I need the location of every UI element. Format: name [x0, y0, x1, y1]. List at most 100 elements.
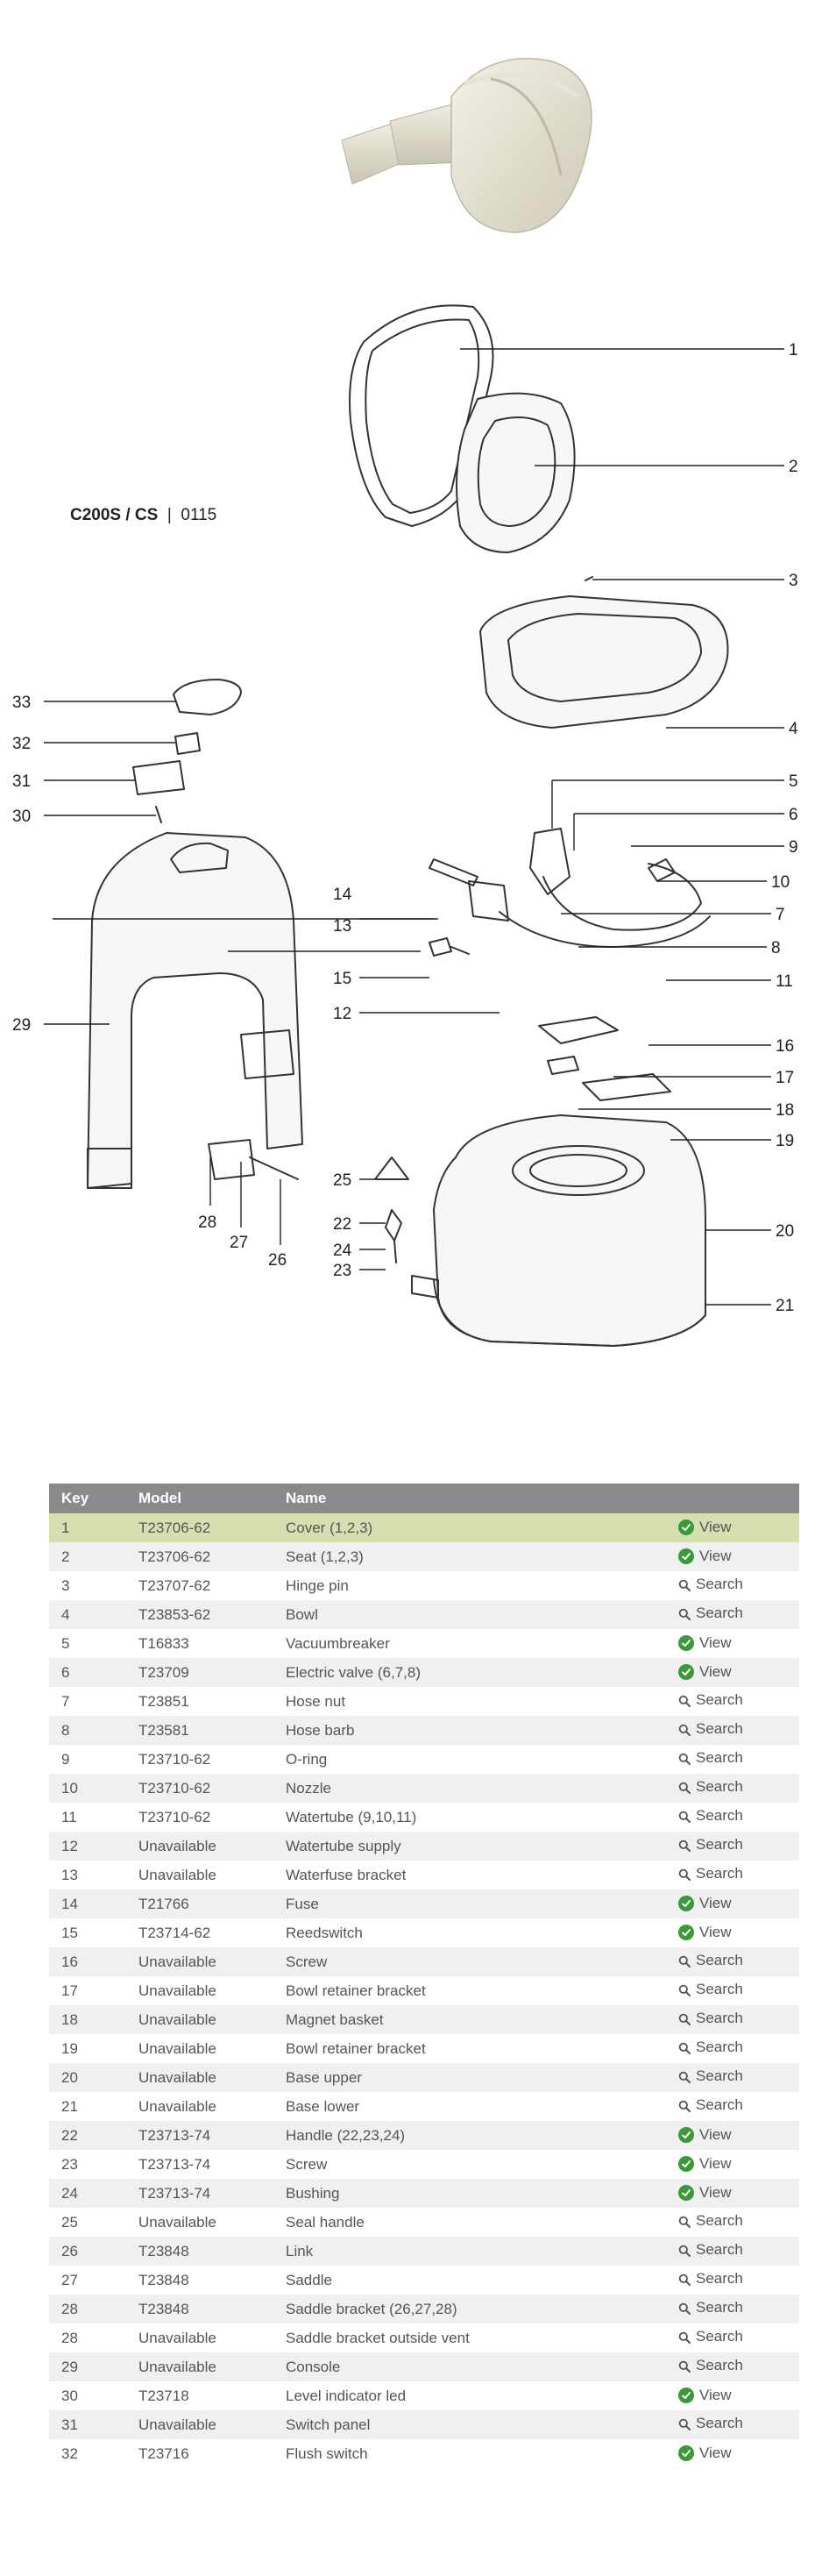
- view-link[interactable]: View: [678, 2387, 732, 2404]
- search-link[interactable]: Search: [678, 2241, 743, 2259]
- callout-17: 17: [776, 1069, 794, 1087]
- model-cell: T16833: [126, 1629, 273, 1658]
- search-link[interactable]: Search: [678, 2299, 743, 2316]
- model-cell: T23713-74: [126, 2121, 273, 2150]
- search-link[interactable]: Search: [678, 1749, 743, 1767]
- name-cell: Bushing: [273, 2179, 666, 2208]
- key-cell: 15: [49, 1918, 126, 1947]
- search-label: Search: [696, 1778, 743, 1795]
- key-cell: 4: [49, 1600, 126, 1629]
- magnifier-icon: [678, 1723, 691, 1736]
- action-cell: View: [666, 1629, 799, 1658]
- view-link[interactable]: View: [678, 1634, 732, 1652]
- search-link[interactable]: Search: [678, 2212, 743, 2230]
- key-cell: 1: [49, 1513, 126, 1542]
- check-circle-icon: [678, 1635, 694, 1651]
- hinge-pin-part: [585, 576, 593, 581]
- callout-4: 4: [789, 720, 798, 738]
- action-cell: Search: [666, 1832, 799, 1861]
- view-link[interactable]: View: [678, 2126, 732, 2144]
- callout-29: 29: [12, 1016, 31, 1035]
- view-link[interactable]: View: [678, 1924, 732, 1941]
- check-circle-icon: [678, 2387, 694, 2403]
- search-link[interactable]: Search: [678, 1952, 743, 1969]
- key-cell: 12: [49, 1832, 126, 1861]
- name-cell: Vacuumbreaker: [273, 1629, 666, 1658]
- view-link[interactable]: View: [678, 1548, 732, 1565]
- search-label: Search: [696, 1981, 743, 1997]
- view-link[interactable]: View: [678, 1895, 732, 1912]
- search-label: Search: [696, 1605, 743, 1621]
- search-link[interactable]: Search: [678, 2270, 743, 2288]
- fuse-part: [429, 858, 478, 886]
- name-cell: Bowl: [273, 1600, 666, 1629]
- search-link[interactable]: Search: [678, 2096, 743, 2114]
- key-cell: 28: [49, 2295, 126, 2323]
- search-link[interactable]: Search: [678, 1778, 743, 1796]
- search-link[interactable]: Search: [678, 1720, 743, 1738]
- magnifier-icon: [678, 2244, 691, 2257]
- action-cell: View: [666, 2121, 799, 2150]
- callout-14: 14: [333, 886, 352, 904]
- view-label: View: [699, 1519, 732, 1535]
- callout-26: 26: [268, 1251, 287, 1270]
- callout-25: 25: [333, 1171, 351, 1190]
- search-link[interactable]: Search: [678, 2357, 743, 2374]
- view-link[interactable]: View: [678, 2184, 732, 2202]
- magnifier-icon: [678, 2302, 691, 2315]
- key-cell: 14: [49, 1889, 126, 1918]
- view-link[interactable]: View: [678, 1663, 732, 1681]
- view-link[interactable]: View: [678, 2155, 732, 2173]
- search-link[interactable]: Search: [678, 2010, 743, 2027]
- key-cell: 19: [49, 2034, 126, 2063]
- check-circle-icon: [678, 2185, 694, 2201]
- view-link[interactable]: View: [678, 1519, 732, 1536]
- model-cell: Unavailable: [126, 2208, 273, 2237]
- callout-7: 7: [776, 906, 785, 924]
- search-link[interactable]: Search: [678, 1807, 743, 1825]
- view-label: View: [699, 2155, 732, 2172]
- action-cell: Search: [666, 2410, 799, 2439]
- search-label: Search: [696, 2328, 743, 2345]
- magnifier-icon: [678, 1810, 691, 1823]
- action-cell: View: [666, 2439, 799, 2468]
- model-cell: T23707-62: [126, 1571, 273, 1600]
- panel-part: [173, 679, 242, 715]
- search-link[interactable]: Search: [678, 2415, 743, 2432]
- magnifier-icon: [678, 1983, 691, 1996]
- callout-33: 33: [12, 694, 31, 712]
- search-label: Search: [696, 1720, 743, 1737]
- key-cell: 16: [49, 1947, 126, 1976]
- search-label: Search: [696, 1836, 743, 1853]
- search-link[interactable]: Search: [678, 1691, 743, 1709]
- seat-part: [456, 392, 576, 553]
- search-link[interactable]: Search: [678, 2039, 743, 2056]
- search-link[interactable]: Search: [678, 1981, 743, 1998]
- key-cell: 2: [49, 1542, 126, 1571]
- search-link[interactable]: Search: [678, 1605, 743, 1622]
- magnifier-icon: [678, 1781, 691, 1794]
- magnifier-icon: [678, 2012, 691, 2025]
- view-label: View: [699, 2184, 732, 2201]
- name-cell: Screw: [273, 1947, 666, 1976]
- search-link[interactable]: Search: [678, 1576, 743, 1593]
- action-cell: View: [666, 2381, 799, 2410]
- magnifier-icon: [678, 1607, 691, 1620]
- search-link[interactable]: Search: [678, 1865, 743, 1882]
- magnifier-icon: [678, 2070, 691, 2083]
- magnifier-icon: [678, 2215, 691, 2228]
- search-label: Search: [696, 1807, 743, 1824]
- search-link[interactable]: Search: [678, 2067, 743, 2085]
- search-link[interactable]: Search: [678, 1836, 743, 1854]
- search-link[interactable]: Search: [678, 2328, 743, 2345]
- search-label: Search: [696, 2299, 743, 2316]
- name-cell: Screw: [273, 2150, 666, 2179]
- view-link[interactable]: View: [678, 2444, 732, 2462]
